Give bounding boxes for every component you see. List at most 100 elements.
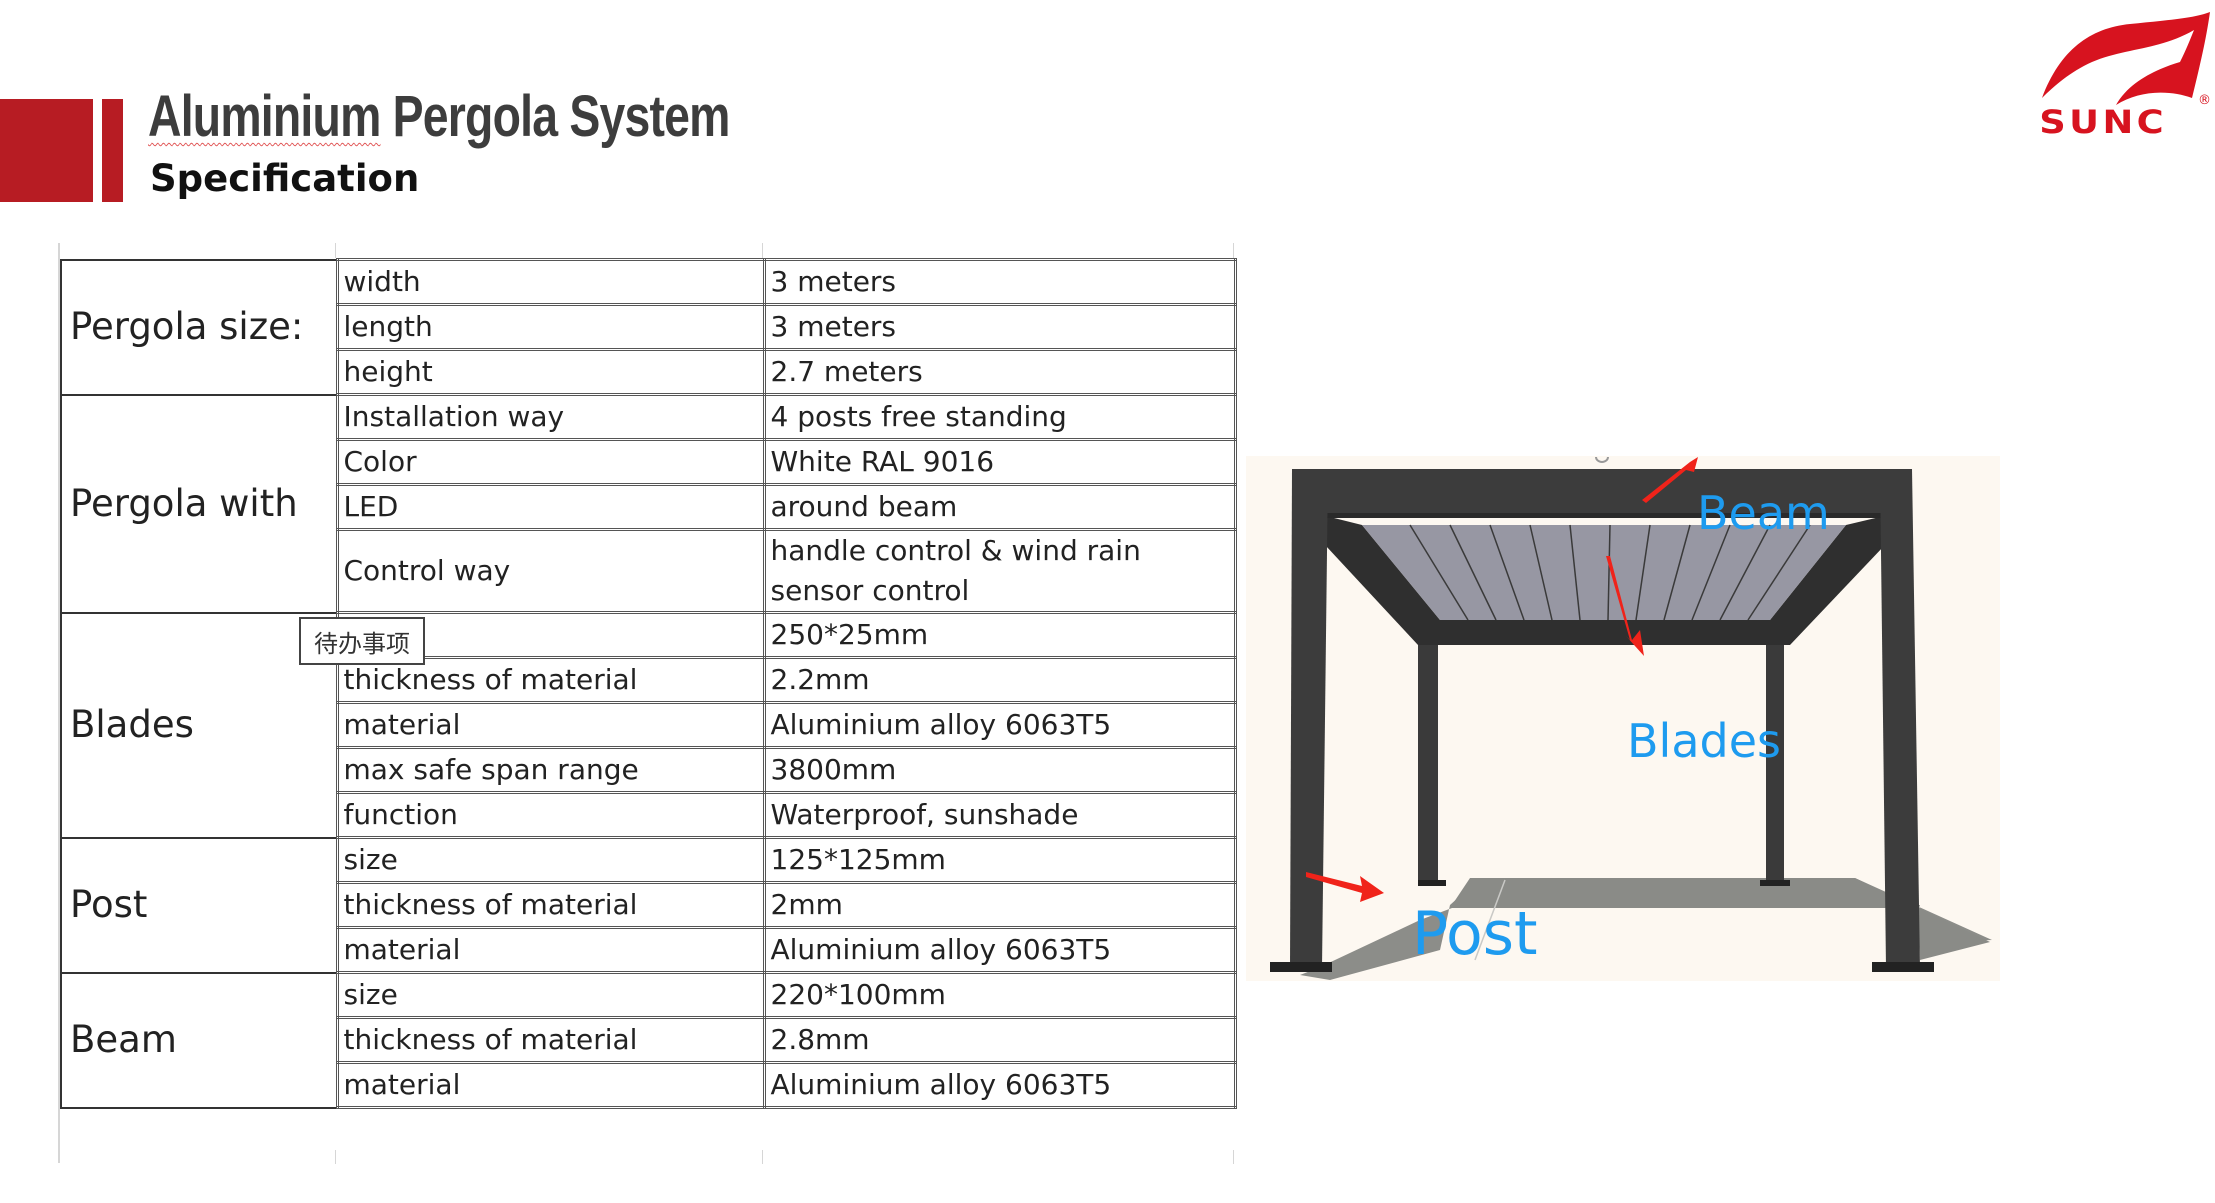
- flag-logo-icon: ® SUNC: [2039, 12, 2211, 141]
- table-row: Post size 125*125mm: [60, 836, 1237, 974]
- value-cell: 125*125mm: [762, 836, 1237, 884]
- property-cell: max safe span range: [335, 746, 766, 794]
- hook-mark: [1595, 456, 1609, 463]
- gridline: [1233, 243, 1234, 258]
- post-label: Post: [1412, 899, 1538, 969]
- gridline: [335, 243, 336, 258]
- table-row: Blades 250*25mm: [60, 611, 1237, 839]
- property-cell: Color: [335, 438, 766, 486]
- page-title-part1: Aluminium: [148, 84, 381, 149]
- front-left-post: [1290, 469, 1328, 968]
- right-side-beam: [1770, 516, 1884, 645]
- property-cell: Control way: [335, 528, 766, 614]
- property-cell: size: [335, 971, 766, 1019]
- back-right-base: [1760, 880, 1790, 886]
- table-row: max safe span range 3800mm: [61, 746, 1237, 794]
- header-red-block: [0, 99, 93, 202]
- tooltip: 待办事项: [299, 617, 425, 665]
- group-label-post: Post: [60, 836, 338, 974]
- value-cell: 2mm: [762, 881, 1237, 929]
- property-cell: function: [335, 791, 766, 839]
- front-beam-edge: [1292, 513, 1912, 518]
- table-row: LED around beam: [61, 483, 1237, 531]
- table-row: thickness of material 2.2mm: [61, 656, 1237, 704]
- blades-area: [1362, 525, 1846, 620]
- pergola-diagram: Beam Blades Post: [1246, 456, 2000, 981]
- value-cell: 2.7 meters: [762, 348, 1237, 396]
- registered-mark: ®: [2198, 93, 2211, 108]
- value-cell: around beam: [762, 483, 1237, 531]
- table-row: Color White RAL 9016: [61, 438, 1237, 486]
- value-cell: White RAL 9016: [762, 438, 1237, 486]
- property-cell: width: [335, 258, 766, 306]
- value-cell: 3 meters: [762, 303, 1237, 351]
- value-cell: Waterproof, sunshade: [762, 791, 1237, 839]
- table-row: material Aluminium alloy 6063T5: [61, 701, 1237, 749]
- spec-table: Pergola size: width 3 meters length 3 me…: [60, 258, 1237, 1109]
- back-left-base: [1418, 880, 1446, 886]
- front-left-base: [1270, 962, 1332, 972]
- value-cell: Aluminium alloy 6063T5: [762, 701, 1237, 749]
- blade-lines: [1409, 524, 1811, 621]
- property-cell: Installation way: [335, 393, 766, 441]
- value-cell: handle control & wind rain sensor contro…: [762, 528, 1237, 614]
- back-right-post: [1766, 640, 1784, 884]
- gridline: [762, 243, 763, 258]
- table-row: thickness of material 2.8mm: [61, 1016, 1237, 1064]
- table-row: Control way handle control & wind rain s…: [61, 528, 1237, 614]
- left-side-beam: [1326, 516, 1440, 645]
- property-cell: LED: [335, 483, 766, 531]
- gridline: [762, 1150, 763, 1164]
- value-cell: 2.2mm: [762, 656, 1237, 704]
- gridline: [58, 243, 60, 1163]
- table-row: thickness of material 2mm: [61, 881, 1237, 929]
- gridline: [335, 1150, 336, 1164]
- table-row: Pergola with Installation way 4 posts fr…: [60, 393, 1237, 614]
- table-row: function Waterproof, sunshade: [61, 791, 1237, 839]
- property-cell: size: [335, 836, 766, 884]
- property-cell: material: [335, 701, 766, 749]
- property-cell: thickness of material: [335, 1016, 766, 1064]
- gridline: [1233, 1150, 1234, 1164]
- front-right-post: [1880, 469, 1920, 968]
- group-label-pergola-size: Pergola size:: [60, 258, 338, 396]
- group-label-blades: Blades: [60, 611, 338, 839]
- property-cell: height: [335, 348, 766, 396]
- front-right-base: [1872, 962, 1934, 972]
- table-row: Pergola size: width 3 meters: [60, 258, 1237, 396]
- header-red-bar: [102, 99, 123, 202]
- group-label-beam: Beam: [60, 971, 338, 1109]
- value-cell: Aluminium alloy 6063T5: [762, 926, 1237, 974]
- property-cell: material: [335, 926, 766, 974]
- table-row: Beam size 220*100mm: [60, 971, 1237, 1109]
- page-subtitle: Specification: [150, 157, 420, 200]
- value-cell: 3 meters: [762, 258, 1237, 306]
- front-beam: [1292, 469, 1912, 518]
- logo-wordmark: SUNC: [2039, 104, 2167, 135]
- value-cell: 220*100mm: [762, 971, 1237, 1019]
- value-cell: 4 posts free standing: [762, 393, 1237, 441]
- floor-shadow-main: [1450, 878, 1990, 960]
- value-cell: 2.8mm: [762, 1016, 1237, 1064]
- page-title: Aluminium Pergola System: [148, 88, 730, 146]
- sunc-logo: ® SUNC: [2030, 10, 2215, 141]
- value-cell: 3800mm: [762, 746, 1237, 794]
- property-cell: thickness of material: [335, 881, 766, 929]
- blades-label: Blades: [1627, 714, 1781, 768]
- back-left-post: [1418, 640, 1438, 884]
- value-cell: 250*25mm: [762, 611, 1237, 659]
- table-row: material Aluminium alloy 6063T5: [61, 926, 1237, 974]
- beam-label: Beam: [1697, 486, 1830, 540]
- property-cell: length: [335, 303, 766, 351]
- pergola-illustration: [1246, 456, 2000, 981]
- table-row: length 3 meters: [61, 303, 1237, 351]
- beam-arrow-icon: [1642, 457, 1698, 503]
- group-label-pergola-with: Pergola with: [60, 393, 338, 614]
- post-arrow-icon: [1306, 872, 1384, 902]
- back-beam: [1438, 620, 1772, 645]
- table-row: height 2.7 meters: [61, 348, 1237, 396]
- page-title-part2: Pergola System: [392, 84, 731, 149]
- value-cell: Aluminium alloy 6063T5: [762, 1061, 1237, 1109]
- blades-arrow-icon: [1606, 556, 1644, 656]
- property-cell: material: [335, 1061, 766, 1109]
